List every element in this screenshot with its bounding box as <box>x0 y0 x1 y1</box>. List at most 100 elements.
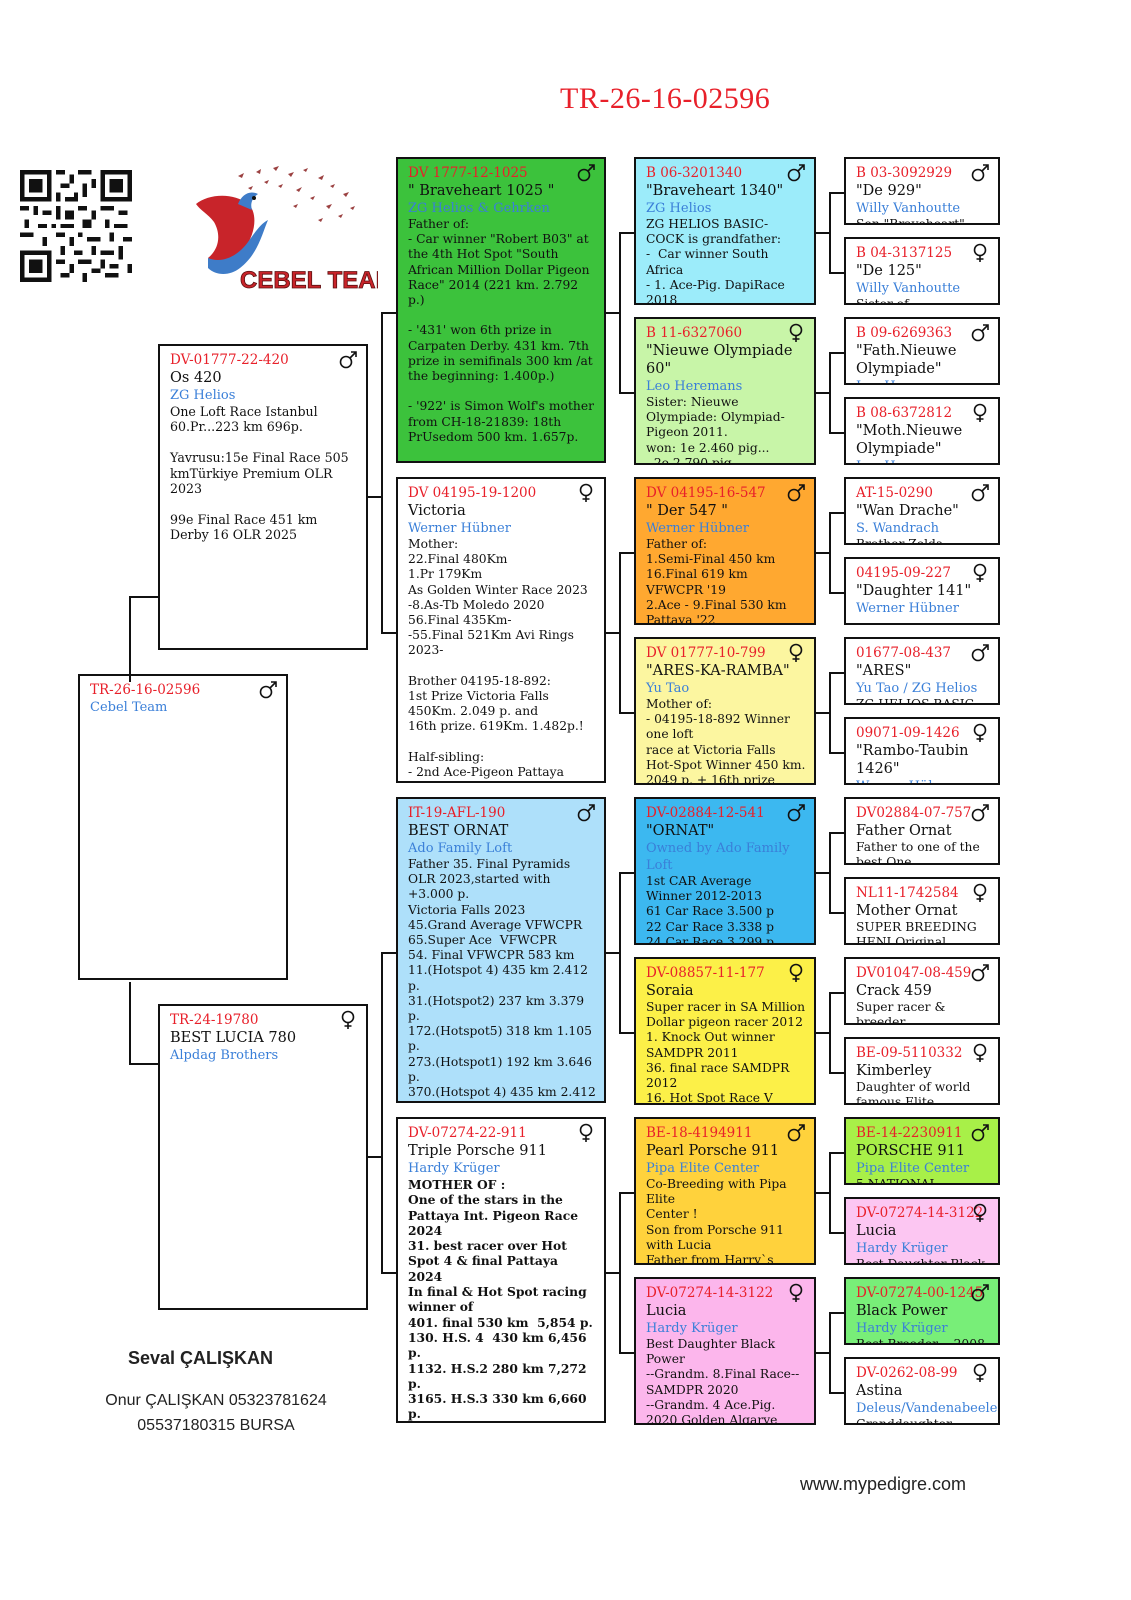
male-symbol-icon <box>258 680 278 700</box>
breeder-name: Yu Tao <box>646 681 690 696</box>
gen4-card[interactable]: 09071-09-1426"Rambo-Taubin 1426"Werner H… <box>844 717 1000 785</box>
ring-number: NL11-1742584 <box>856 885 959 901</box>
breeder-name: Werner Hübner <box>856 778 990 783</box>
pigeon-name: BEST LUCIA 780 <box>170 1030 297 1046</box>
male-symbol-icon <box>576 803 596 823</box>
breeder-name: Deleus/Vandenabeele <box>856 1401 998 1416</box>
pigeon-name: Lucia <box>646 1303 687 1319</box>
ring-number: BE-18-4194911 <box>646 1125 753 1141</box>
breeder-name: Cebel Team <box>90 700 168 715</box>
ring-number: B 08-6372812 <box>856 405 953 421</box>
website-link[interactable]: www.mypedigre.com <box>800 1474 967 1494</box>
breeder-name: ZG Helios <box>170 388 236 403</box>
pigeon-name: " Braveheart 1025 " <box>408 183 555 199</box>
ring-number: BE-14-2230911 <box>856 1125 963 1141</box>
ring-number: DV-07274-14-3122 <box>646 1285 774 1301</box>
pigeon-name: "Fath.Nieuwe Olympiade" <box>856 343 957 377</box>
female-symbol-icon <box>576 483 596 503</box>
female-symbol-icon <box>338 1010 358 1030</box>
ring-number: TR-24-19780 <box>170 1012 259 1028</box>
pigeon-name: Crack 459 <box>856 983 932 999</box>
male-symbol-icon <box>970 803 990 823</box>
breeder-name: Alpdag Brothers <box>170 1048 279 1063</box>
breeder-name: Owned by Ado Family Loft <box>646 841 790 873</box>
ring-number: B 09-6269363 <box>856 325 953 341</box>
pigeon-info: Mother: 22.Final 480Km 1.Pr 179Km As Gol… <box>408 537 588 780</box>
female-symbol-icon <box>970 403 990 423</box>
breeder-name: S. Wandrach <box>856 521 940 536</box>
ring-number: DV-01777-22-420 <box>170 352 289 368</box>
breeder-name: Yu Tao / ZG Helios <box>856 681 978 696</box>
female-symbol-icon <box>970 883 990 903</box>
gen3-card[interactable]: B 11-6327060"Nieuwe Olympiade 60"Leo Her… <box>634 317 816 465</box>
pigeon-info: One Loft Race Istanbul 60.Pr...223 km 69… <box>170 404 349 543</box>
pigeon-info: 1st CAR Average Winner 2012-2013 61 Car … <box>646 874 775 945</box>
contact-line-1: Onur ÇALIŞKAN 05323781624 <box>105 1392 327 1409</box>
ring-number: AT-15-0290 <box>856 485 933 501</box>
cebel-team-logo: CEBEL TEAM <box>196 166 378 294</box>
ring-number: 04195-09-227 <box>856 565 952 581</box>
pigeon-name: " Der 547 " <box>646 503 728 519</box>
breeder-name: Willy Vanhoutte <box>856 201 961 216</box>
pigeon-info: Father of: 1.Semi-Final 450 km 16.Final … <box>646 537 787 625</box>
ring-number: DV 04195-16-547 <box>646 485 766 501</box>
male-symbol-icon <box>970 163 990 183</box>
pedigree-title: TR-26-16-02596 <box>560 82 771 115</box>
male-symbol-icon <box>970 323 990 343</box>
pigeon-name: "ORNAT" <box>646 823 715 839</box>
ring-number: DV-07274-00-1245 <box>856 1285 984 1301</box>
gen4-card[interactable]: 04195-09-227"Daughter 141"Werner Hübner <box>844 557 1000 625</box>
pigeon-name: "De 929" <box>856 183 922 199</box>
qr-code-icon[interactable] <box>20 170 132 282</box>
pigeon-name: "Wan Drache" <box>856 503 959 519</box>
female-symbol-icon <box>970 1363 990 1383</box>
pigeon-info: Super racer in SA Million Dollar pigeon … <box>646 1000 806 1105</box>
ring-number: 09071-09-1426 <box>856 725 960 741</box>
pigeon-info: Brother Zelda Kindermann <box>856 537 944 545</box>
gen3-card[interactable]: DV-02884-12-541"ORNAT"Owned by Ado Famil… <box>634 797 816 945</box>
gen4-card[interactable]: B 09-6269363"Fath.Nieuwe Olympiade"Leo H… <box>844 317 1000 385</box>
gen4-card[interactable]: B 08-6372812"Moth.Nieuwe Olympiade"Leo H… <box>844 397 1000 465</box>
breeder-name: Werner Hübner <box>646 521 749 536</box>
pigeon-name: Kimberley <box>856 1063 932 1079</box>
breeder-name: ZG Helios & Gehrken <box>408 201 550 216</box>
pigeon-info: Son "Braveheart" <box>856 217 965 225</box>
pigeon-name: Black Power <box>856 1303 948 1319</box>
pigeon-info: Granddaughter Bonaparte <box>856 1417 952 1425</box>
ring-number: DV02884-07-757 <box>856 805 972 821</box>
pigeon-info: Sister: Nieuwe Olympiade: Olympiad-Pigeo… <box>646 395 785 465</box>
breeder-name: Leo Heremans <box>646 379 743 394</box>
ring-number: DV 1777-12-1025 <box>408 165 528 181</box>
female-symbol-icon <box>970 1043 990 1063</box>
breeder-name: Werner Hübner <box>408 521 511 536</box>
gen2-card[interactable]: DV 1777-12-1025 " Braveheart 1025 " ZG Hel… <box>396 157 606 463</box>
male-symbol-icon <box>786 483 806 503</box>
male-symbol-icon <box>970 1123 990 1143</box>
pigeon-info: Best Breeder ...2008 <box>856 1337 985 1345</box>
